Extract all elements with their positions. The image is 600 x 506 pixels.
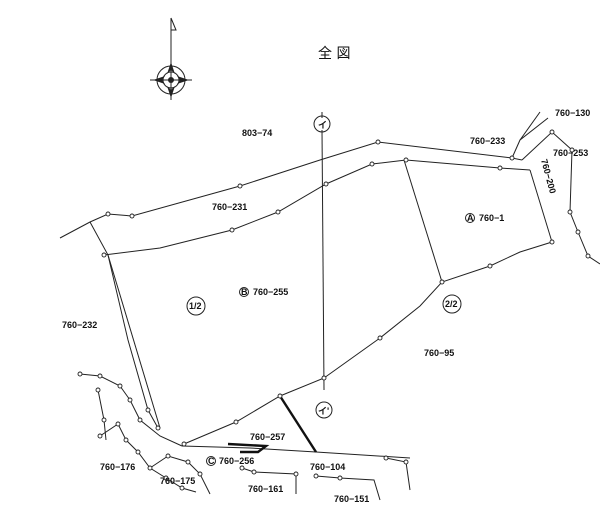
parcel-label-760-253: 760−253 (553, 148, 588, 158)
svg-text:C: C (208, 456, 215, 466)
svg-text:イ: イ (318, 120, 327, 130)
parcel-label-760-257: 760−257 (250, 432, 285, 442)
parcel-label-760-231: 760−231 (212, 202, 247, 212)
parcel-label-760-255: B 760−255 (239, 287, 288, 297)
page-marker-1: 1/2 (186, 296, 206, 316)
section-marker-bottom: イ' (315, 401, 333, 419)
map-title: 全 図 (318, 45, 350, 62)
section-marker-top: イ (313, 115, 331, 133)
parcel-label-760-200: 760−200 (539, 158, 558, 195)
parcel-label-760-104: 760−104 (310, 462, 345, 472)
parcel-label-760-95: 760−95 (424, 348, 454, 358)
survey-points (77, 129, 591, 491)
parcel-boundaries (59, 111, 600, 501)
svg-text:B: B (241, 287, 248, 297)
svg-text:1/2: 1/2 (189, 301, 202, 311)
parcel-label-760-233: 760−233 (470, 136, 505, 146)
parcel-label-760-151: 760−151 (334, 494, 369, 504)
svg-text:2/2: 2/2 (445, 299, 458, 309)
svg-text:A: A (467, 213, 474, 223)
parcel-label-760-176: 760−176 (100, 462, 135, 472)
parcel-label-760-130: 760−130 (555, 108, 590, 118)
page-marker-2: 2/2 (442, 294, 462, 314)
parcel-label-760-161: 760−161 (248, 484, 283, 494)
svg-text:イ': イ' (318, 406, 329, 416)
parcel-label-760-175: 760−175 (160, 476, 195, 486)
svg-text:760−1: 760−1 (479, 213, 504, 223)
north-arrow-icon (150, 17, 192, 100)
parcel-label-760-1: A 760−1 (465, 213, 504, 223)
parcel-label-760-256: C 760−256 (206, 456, 254, 466)
parcel-label-803-74: 803−74 (242, 128, 272, 138)
svg-text:760−256: 760−256 (219, 456, 254, 466)
svg-text:760−255: 760−255 (253, 287, 288, 297)
parcel-label-760-232: 760−232 (62, 320, 97, 330)
parcel-labels: 803−74 760−231 B 760−255 760−233 760−130… (62, 108, 590, 504)
